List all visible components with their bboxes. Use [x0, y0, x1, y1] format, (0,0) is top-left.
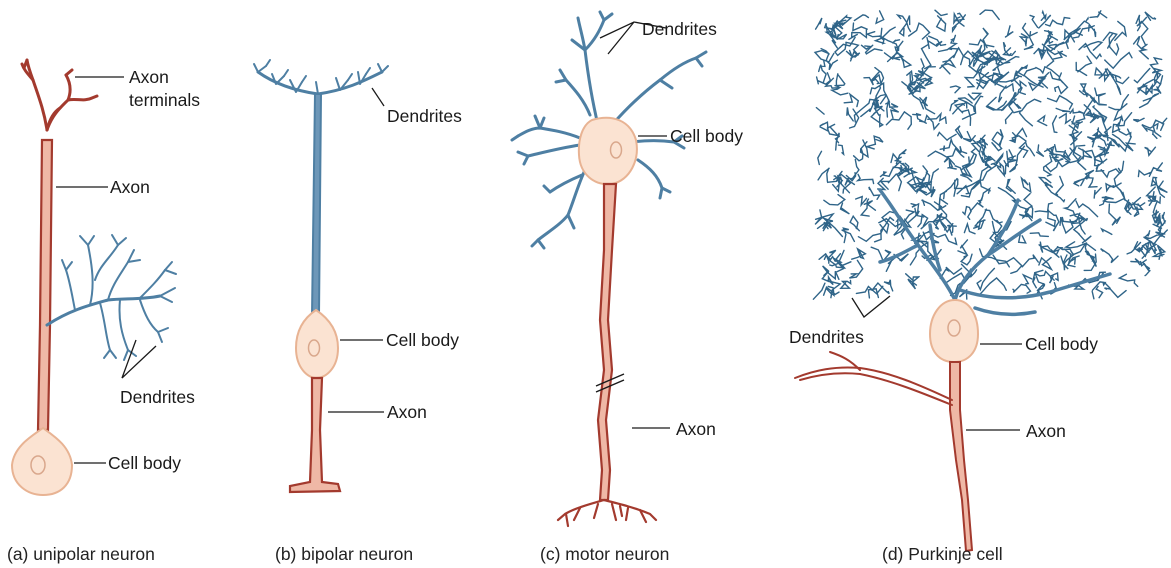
motor-label-dendrites: Dendrites: [642, 19, 717, 39]
purkinje-label-cell-body: Cell body: [1025, 334, 1098, 354]
unipolar-axon-terminals: [22, 60, 97, 130]
motor-cell-body: [579, 118, 637, 184]
motor-axon-terminals: [558, 500, 656, 526]
bipolar-caption: (b) bipolar neuron: [275, 544, 413, 564]
purkinje-caption: (d) Purkinje cell: [882, 544, 1003, 564]
unipolar-caption: (a) unipolar neuron: [7, 544, 155, 564]
bipolar-label-dendrites: Dendrites: [387, 106, 462, 126]
purkinje-fine-branches: [813, 10, 1167, 299]
unipolar-label-cell-body: Cell body: [108, 453, 181, 473]
purkinje-label-dendrites: Dendrites: [789, 327, 864, 347]
unipolar-axon: [38, 140, 52, 430]
unipolar-label-axon-terminals-1: Axon: [129, 67, 169, 87]
purkinje-label-axon: Axon: [1026, 421, 1066, 441]
bipolar-leader-dendrites: [372, 88, 384, 106]
bipolar-neuron-panel: Dendrites Cell body Axon (b) bipolar neu…: [254, 60, 462, 564]
unipolar-label-axon: Axon: [110, 177, 150, 197]
bipolar-label-cell-body: Cell body: [386, 330, 459, 350]
motor-label-axon: Axon: [676, 419, 716, 439]
motor-neuron-panel: Dendrites Cell body Axon (c) motor neuro…: [512, 12, 743, 564]
bipolar-cell-body: [296, 310, 338, 378]
purkinje-cell-body: [930, 300, 978, 362]
purkinje-dendritic-tree: [813, 10, 1167, 299]
purkinje-axon: [950, 362, 972, 551]
motor-axon: [598, 184, 616, 500]
unipolar-neuron-panel: Axon terminals Axon Dendrites Cell body …: [7, 60, 200, 564]
bipolar-axon: [290, 378, 340, 492]
bipolar-dendrite-trunk: [312, 94, 321, 315]
purkinje-cell-panel: Dendrites Cell body Axon (d) Purkinje ce…: [789, 10, 1167, 564]
unipolar-label-axon-terminals-2: terminals: [129, 90, 200, 110]
motor-label-cell-body: Cell body: [670, 126, 743, 146]
bipolar-dendrites: [254, 60, 388, 94]
unipolar-dendrites: [47, 235, 176, 360]
unipolar-label-dendrites: Dendrites: [120, 387, 195, 407]
motor-caption: (c) motor neuron: [540, 544, 669, 564]
purkinje-leader-dendrites: [852, 296, 890, 317]
purkinje-axon-collateral: [795, 352, 952, 405]
bipolar-label-axon: Axon: [387, 402, 427, 422]
unipolar-cell-body: [12, 428, 72, 495]
